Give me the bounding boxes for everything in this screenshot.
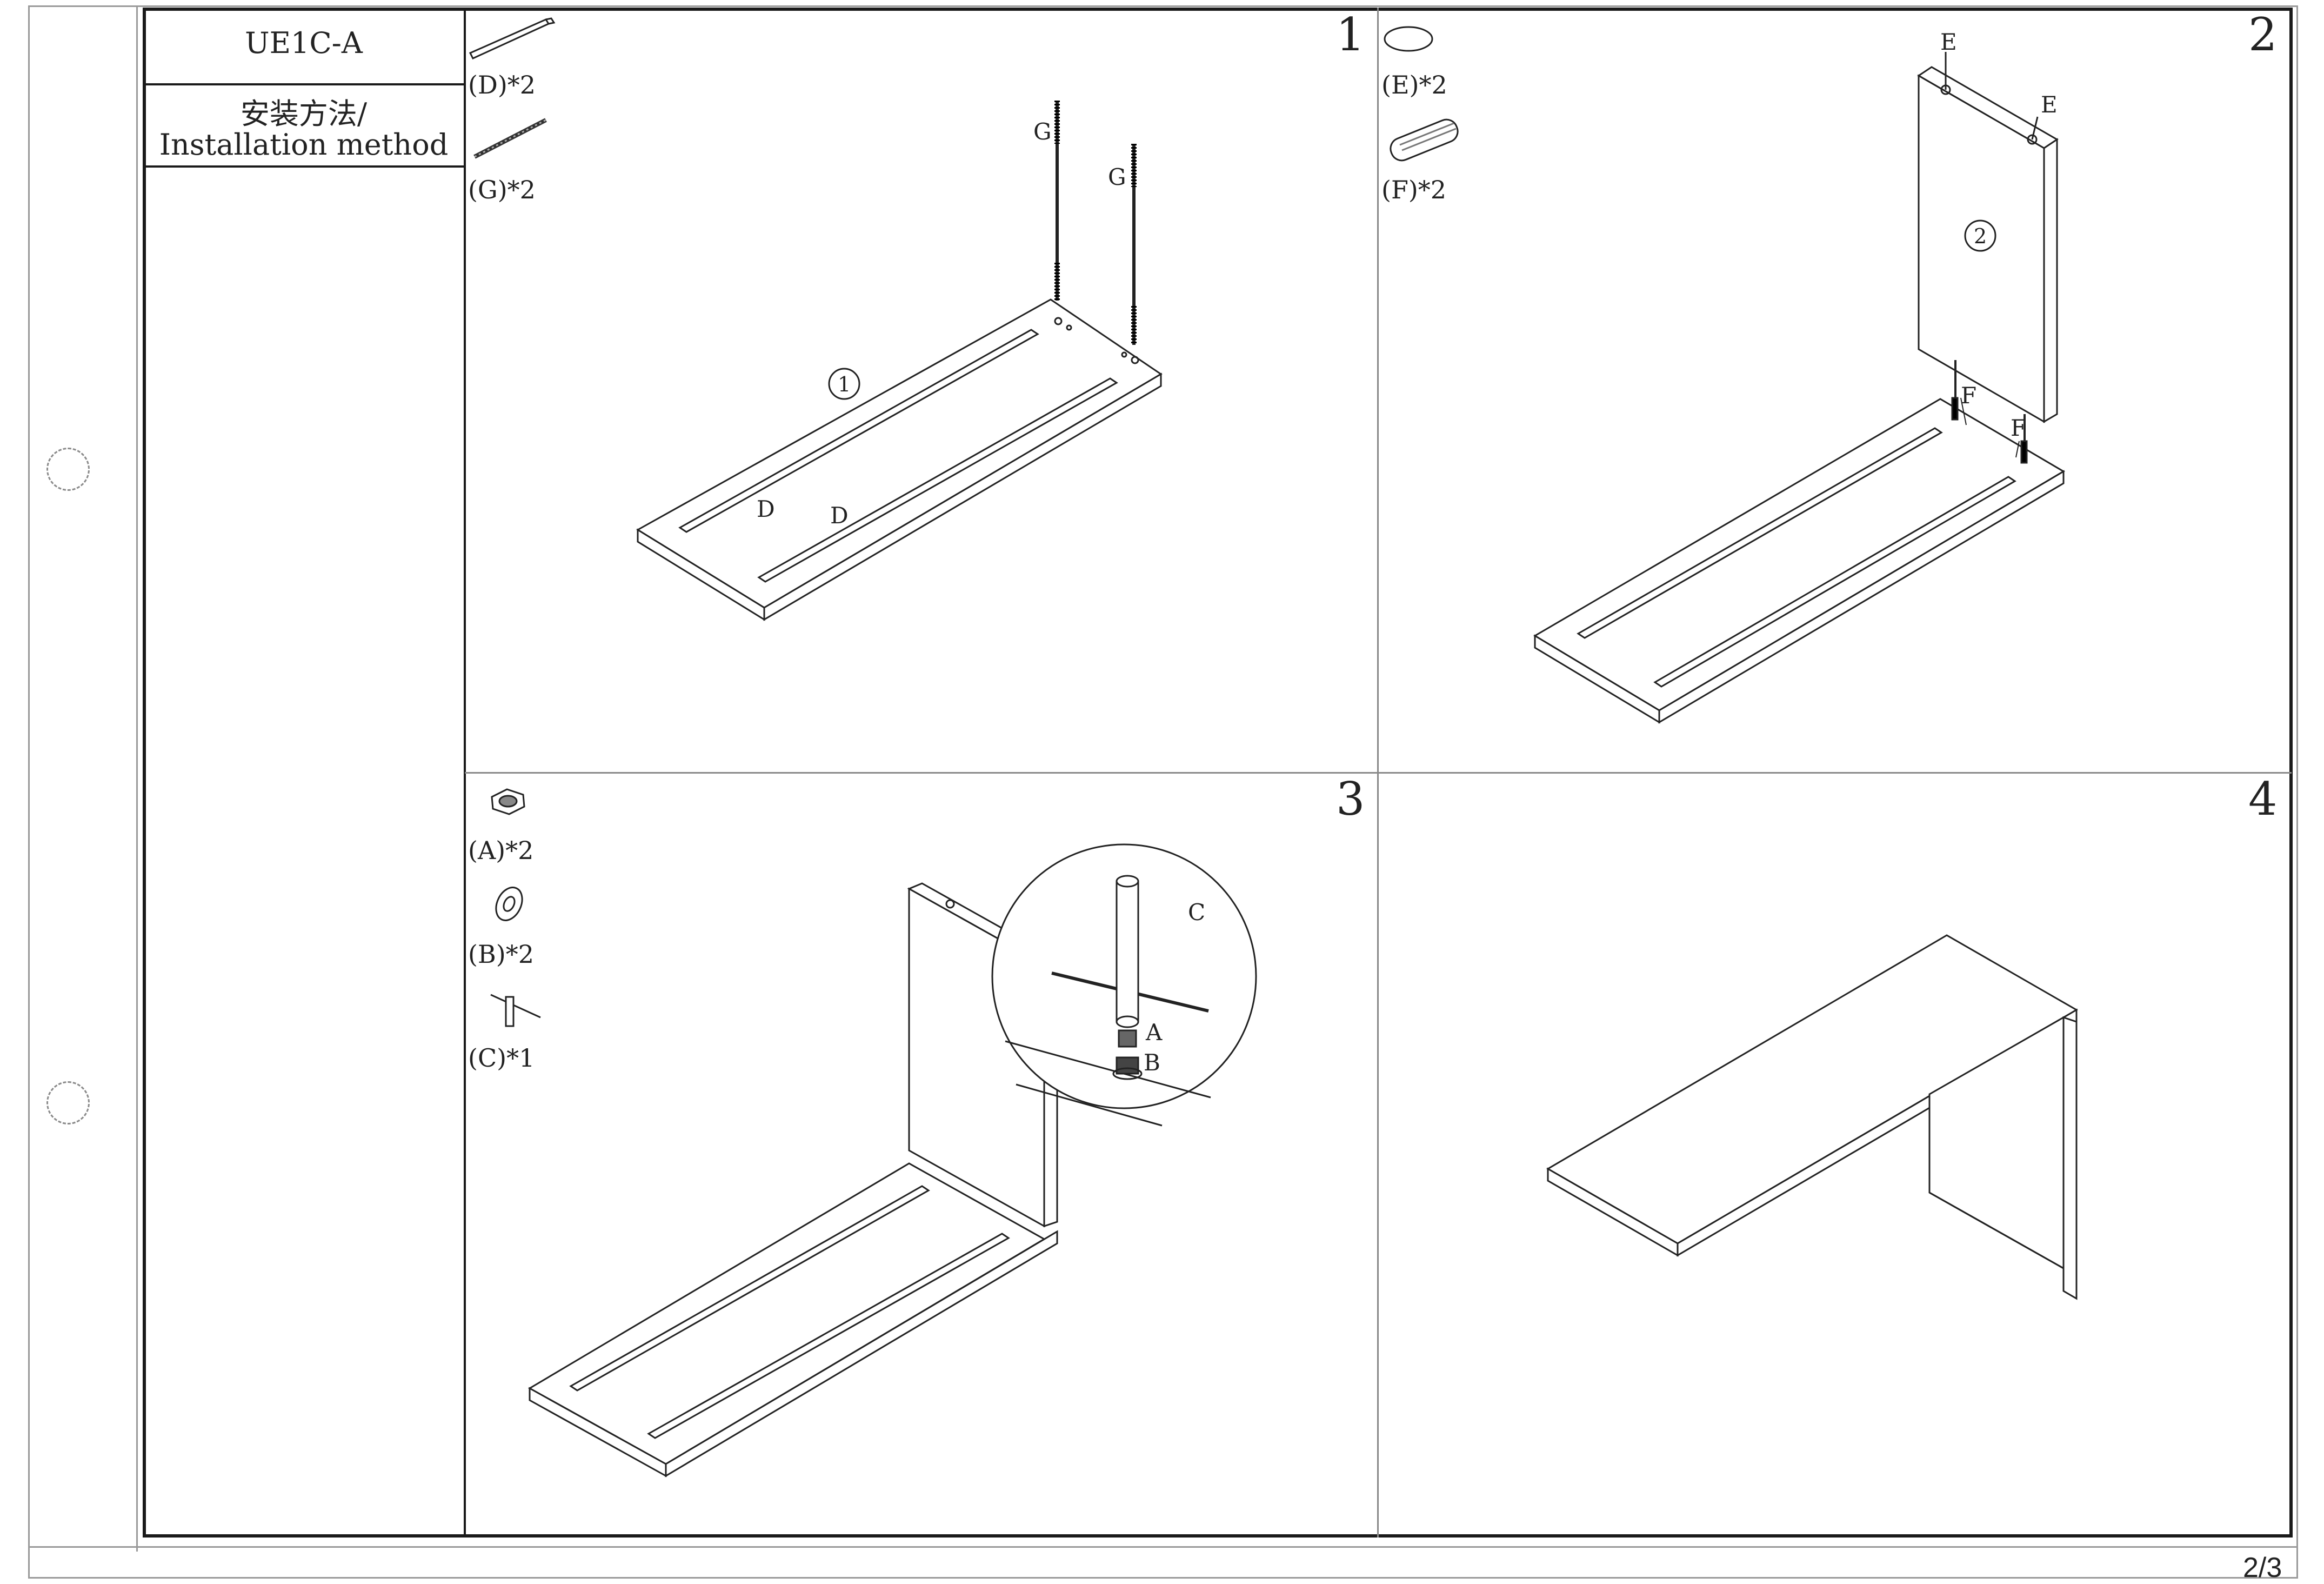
part-label-b: (B)*2 — [468, 940, 534, 969]
step-number-1: 1 — [1336, 8, 1365, 61]
assembled-unit — [1546, 934, 2078, 1300]
part-label-c: (C)*1 — [468, 1043, 535, 1073]
panel-number-2: 2 — [1974, 224, 1987, 248]
t-wrench-icon — [490, 994, 541, 1027]
callout-f-left: F — [1961, 382, 1976, 409]
step-1-illustration: G G D D 1 — [469, 17, 1163, 621]
washer-icon — [495, 887, 523, 921]
callout-e-right: E — [2041, 91, 2058, 118]
panel-divider-horizontal — [465, 772, 2292, 774]
callout-d-left: D — [757, 496, 775, 522]
footer-line — [28, 1546, 2298, 1548]
step-number-3: 3 — [1336, 773, 1365, 826]
hex-nut-icon — [491, 788, 525, 815]
model-code: UE1C-A — [245, 26, 363, 60]
callout-a: A — [1145, 1019, 1163, 1046]
panel-number-1: 1 — [838, 372, 851, 396]
callout-g-left: G — [1033, 118, 1052, 145]
method-title-cn: 安装方法/ — [240, 97, 368, 131]
callout-g-right: G — [1108, 164, 1126, 190]
wood-strip-icon — [469, 17, 556, 59]
part-label-e: (E)*2 — [1381, 70, 1447, 99]
part-label-f: (F)*2 — [1381, 175, 1447, 204]
step-4-illustration — [1546, 934, 2078, 1300]
callout-c: C — [1188, 899, 1205, 926]
dowel-f-right — [2015, 414, 2028, 464]
title-divider-2 — [143, 165, 465, 168]
detail-zoom-circle — [991, 843, 1257, 1127]
callout-d-right: D — [830, 502, 849, 529]
method-title-en: Installation method — [159, 128, 449, 162]
l-assembly — [527, 882, 1059, 1477]
bottom-board — [636, 298, 1163, 621]
wooden-dowel-icon — [1390, 118, 1459, 162]
callout-e-left: E — [1940, 29, 1957, 55]
title-divider-1 — [143, 83, 465, 85]
cap-cover-icon — [1384, 26, 1433, 52]
callout-f-right: F — [2011, 415, 2026, 441]
part-label-g: (G)*2 — [468, 175, 536, 204]
page-frame — [28, 5, 2298, 1579]
punch-hole-top — [46, 448, 90, 491]
step-3-illustration: C A B — [490, 788, 1257, 1477]
threaded-rod-icon — [473, 118, 547, 159]
callout-b: B — [1144, 1049, 1160, 1076]
binding-margin-line — [136, 5, 138, 1552]
part-label-d: (D)*2 — [468, 70, 536, 99]
page-number: 2/3 — [2243, 1552, 2282, 1583]
panel-number-circle-1 — [828, 368, 860, 400]
part-label-a: (A)*2 — [468, 836, 534, 865]
punch-hole-bottom — [46, 1081, 90, 1124]
side-panel — [1917, 52, 2059, 423]
bottom-board — [1533, 398, 2065, 724]
step-number-2: 2 — [2248, 8, 2278, 61]
step-2-illustration: E E 2 F F — [1384, 26, 2065, 724]
step-number-4: 4 — [2248, 773, 2278, 826]
dowel-f-left — [1951, 360, 1967, 425]
